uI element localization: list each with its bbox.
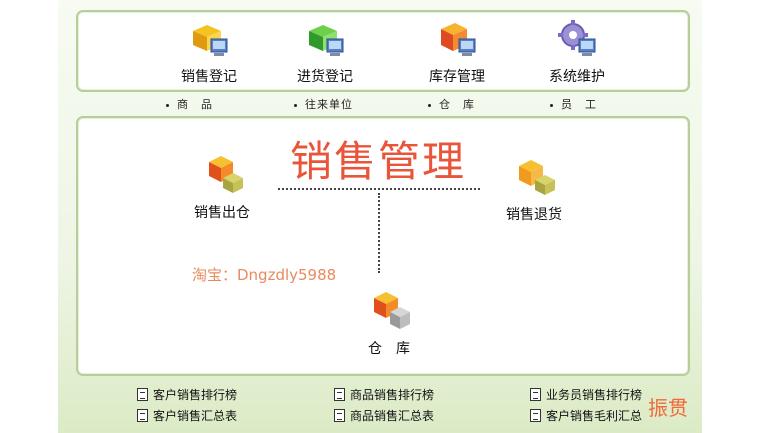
nav-label: 系统维护 [549,69,605,85]
purchase-register-icon [309,25,344,56]
gear-icon [558,20,596,56]
connector-vertical [378,193,380,273]
page-title: 销售管理 [290,137,467,186]
report-customer-sales-summary[interactable]: 客户销售汇总表 [137,407,237,424]
nav-inventory[interactable]: 库存管理 [402,17,512,86]
report-product-sales-ranking[interactable]: 商品销售排行榜 [334,386,434,403]
sub-link-label: 商 品 [177,98,213,111]
report-customer-profit-summary[interactable]: 客户销售毛利汇总 [530,407,642,424]
boxes-icon [374,292,410,329]
inventory-icon [441,23,476,56]
report-product-sales-summary[interactable]: 商品销售汇总表 [334,407,434,424]
node-sales-outbound[interactable]: 销售出仓 [186,150,258,222]
nav-label: 销售登记 [181,69,237,85]
nav-system-maintenance[interactable]: 系统维护 [522,17,632,86]
brand-text: 振贯 [648,396,688,420]
node-label: 销售退货 [506,207,562,223]
connector-horizontal [278,188,480,190]
bullet-icon [294,103,297,107]
bullet-icon [428,103,431,107]
document-icon [137,409,148,422]
document-icon [137,388,148,401]
nav-label: 库存管理 [429,69,485,85]
report-customer-sales-ranking[interactable]: 客户销售排行榜 [137,386,237,403]
boxes-icon [519,160,555,195]
nav-sales-register[interactable]: 销售登记 [154,17,264,86]
main-panel [76,116,690,376]
sub-link-staff[interactable]: 员 工 [550,96,597,112]
nav-label: 进货登记 [297,69,353,85]
boxes-icon [209,156,243,193]
document-icon [334,388,345,401]
sub-link-label: 员 工 [561,98,597,111]
node-warehouse[interactable]: 仓 库 [354,286,424,358]
document-icon [530,409,541,422]
node-label: 销售出仓 [194,205,250,221]
sub-link-goods[interactable]: 商 品 [166,96,213,112]
report-label: 商品销售汇总表 [350,409,435,423]
report-label: 客户销售排行榜 [153,388,238,402]
document-icon [334,409,345,422]
sub-link-partners[interactable]: 往来单位 [294,96,353,112]
report-label: 客户销售毛利汇总 [546,409,643,423]
report-label: 客户销售汇总表 [153,409,238,423]
node-sales-returns[interactable]: 销售退货 [496,152,572,224]
document-icon [530,388,541,401]
watermark-text: 淘宝：Dngzdly5988 [192,266,337,284]
sub-link-label: 往来单位 [305,98,353,111]
sales-register-icon [193,25,228,56]
report-label: 商品销售排行榜 [350,388,435,402]
sub-link-label: 仓 库 [439,98,475,111]
node-label: 仓 库 [368,341,410,357]
nav-purchase-register[interactable]: 进货登记 [270,17,380,86]
report-label: 业务员销售排行榜 [546,388,643,402]
report-salesperson-ranking[interactable]: 业务员销售排行榜 [530,386,642,403]
sub-link-warehouse[interactable]: 仓 库 [428,96,475,112]
bullet-icon [550,103,553,107]
bullet-icon [166,103,169,107]
